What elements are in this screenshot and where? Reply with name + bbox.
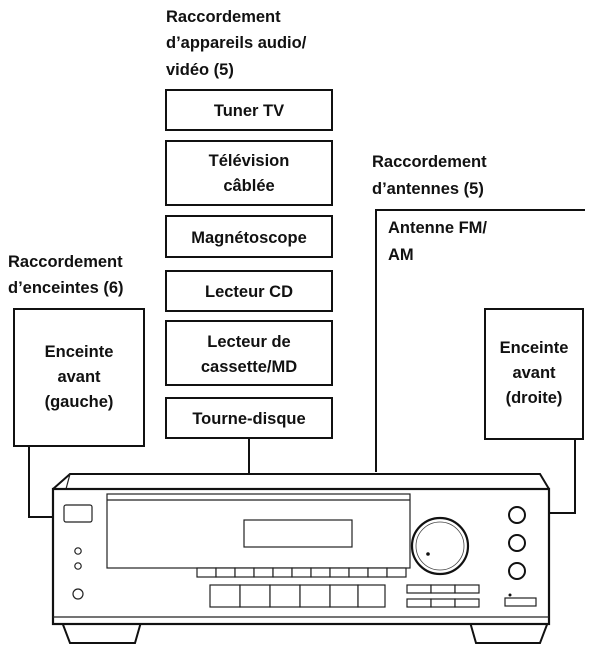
av-heading: Raccordement d’appareils audio/ vidéo (5… bbox=[166, 8, 307, 79]
display-window bbox=[243, 519, 353, 548]
receiver-foot-right bbox=[468, 621, 550, 644]
tuning-button-4[interactable] bbox=[406, 598, 432, 608]
receiver-top-panel bbox=[52, 473, 550, 490]
indicator-light-2 bbox=[74, 562, 82, 570]
antenna-label-line-2: AM bbox=[388, 246, 414, 264]
volume-knob-inner-ring bbox=[415, 521, 465, 571]
input-button-4[interactable] bbox=[299, 584, 331, 608]
speaker-box-front-right bbox=[484, 308, 584, 440]
av-heading-line-3: vidéo (5) bbox=[166, 61, 234, 79]
tuning-button-5[interactable] bbox=[430, 598, 456, 608]
speaker-left-line-1: Enceinte bbox=[45, 343, 114, 361]
device-box-cd-player bbox=[165, 270, 333, 312]
remote-sensor-dot bbox=[508, 593, 512, 597]
speaker-left-line-3: (gauche) bbox=[45, 393, 114, 411]
speaker-right-line-3: (droite) bbox=[506, 389, 563, 407]
device-label-cable-tv-1: Télévision bbox=[209, 152, 290, 170]
volume-knob-marker bbox=[426, 552, 430, 556]
selector-button-5[interactable] bbox=[272, 567, 293, 578]
tuning-buttons bbox=[406, 584, 480, 608]
antenna-heading-line-2: d’antennes (5) bbox=[372, 180, 484, 198]
selector-button-3[interactable] bbox=[234, 567, 255, 578]
speaker-section: Raccordement d’enceintes (6) Enceinte av… bbox=[8, 253, 584, 518]
input-button-2[interactable] bbox=[239, 584, 271, 608]
speaker-heading-line-1: Raccordement bbox=[8, 253, 123, 271]
device-label-vcr: Magnétoscope bbox=[191, 229, 307, 247]
treble-knob[interactable] bbox=[508, 534, 526, 552]
selector-button-7[interactable] bbox=[310, 567, 331, 578]
antenna-connection-line bbox=[375, 209, 585, 472]
av-receiver bbox=[51, 473, 551, 644]
device-label-cassette-md-2: cassette/MD bbox=[201, 358, 297, 376]
input-button-6[interactable] bbox=[357, 584, 386, 608]
indicator-light-1 bbox=[74, 547, 82, 555]
antenna-section: Raccordement d’antennes (5) Antenne FM/ … bbox=[372, 153, 585, 472]
device-label-cable-tv-2: câblée bbox=[223, 177, 274, 195]
device-box-cable-tv bbox=[165, 140, 333, 206]
speaker-right-line-1: Enceinte bbox=[500, 339, 569, 357]
tuning-button-6[interactable] bbox=[454, 598, 480, 608]
selector-buttons bbox=[196, 567, 407, 578]
antenna-label-line-1: Antenne FM/ bbox=[388, 219, 487, 237]
device-stack: Tuner TV Télévision câblée Magnétoscope … bbox=[165, 89, 333, 479]
input-button-1[interactable] bbox=[209, 584, 241, 608]
av-heading-line-1: Raccordement bbox=[166, 8, 281, 26]
device-box-tv-tuner bbox=[165, 89, 333, 131]
selector-button-2[interactable] bbox=[215, 567, 236, 578]
selector-button-1[interactable] bbox=[196, 567, 217, 578]
headphones-jack[interactable] bbox=[72, 588, 84, 600]
selector-button-11[interactable] bbox=[386, 567, 407, 578]
speaker-heading-line-2: d’enceintes (6) bbox=[8, 279, 124, 297]
selector-button-8[interactable] bbox=[329, 567, 350, 578]
input-button-5[interactable] bbox=[329, 584, 359, 608]
device-label-cassette-md-1: Lecteur de bbox=[207, 333, 290, 351]
receiver-top-edge-left bbox=[65, 473, 71, 490]
remote-sensor bbox=[504, 597, 537, 607]
device-label-tv-tuner: Tuner TV bbox=[214, 102, 284, 120]
device-label-cd-player: Lecteur CD bbox=[205, 283, 293, 301]
tuning-button-1[interactable] bbox=[406, 584, 432, 594]
tuning-button-2[interactable] bbox=[430, 584, 456, 594]
balance-knob[interactable] bbox=[508, 562, 526, 580]
selector-button-4[interactable] bbox=[253, 567, 274, 578]
device-label-turntable: Tourne-disque bbox=[192, 410, 305, 428]
av-heading-line-2: d’appareils audio/ bbox=[166, 34, 307, 52]
volume-knob[interactable] bbox=[410, 516, 470, 576]
bass-knob[interactable] bbox=[508, 506, 526, 524]
device-box-cassette-md bbox=[165, 320, 333, 386]
receiver-foot-left bbox=[60, 621, 143, 644]
selector-button-6[interactable] bbox=[291, 567, 312, 578]
device-box-vcr bbox=[165, 215, 333, 258]
input-button-3[interactable] bbox=[269, 584, 301, 608]
tuning-button-3[interactable] bbox=[454, 584, 480, 594]
input-buttons bbox=[209, 584, 386, 608]
speaker-left-line-2: avant bbox=[57, 368, 101, 386]
power-button[interactable] bbox=[63, 504, 93, 523]
speaker-box-front-left bbox=[13, 308, 145, 447]
speaker-right-connection-line bbox=[549, 439, 576, 514]
speaker-left-connection-line bbox=[28, 446, 53, 518]
selector-button-10[interactable] bbox=[367, 567, 388, 578]
antenna-heading-line-1: Raccordement bbox=[372, 153, 487, 171]
speaker-right-line-2: avant bbox=[512, 364, 556, 382]
selector-button-9[interactable] bbox=[348, 567, 369, 578]
